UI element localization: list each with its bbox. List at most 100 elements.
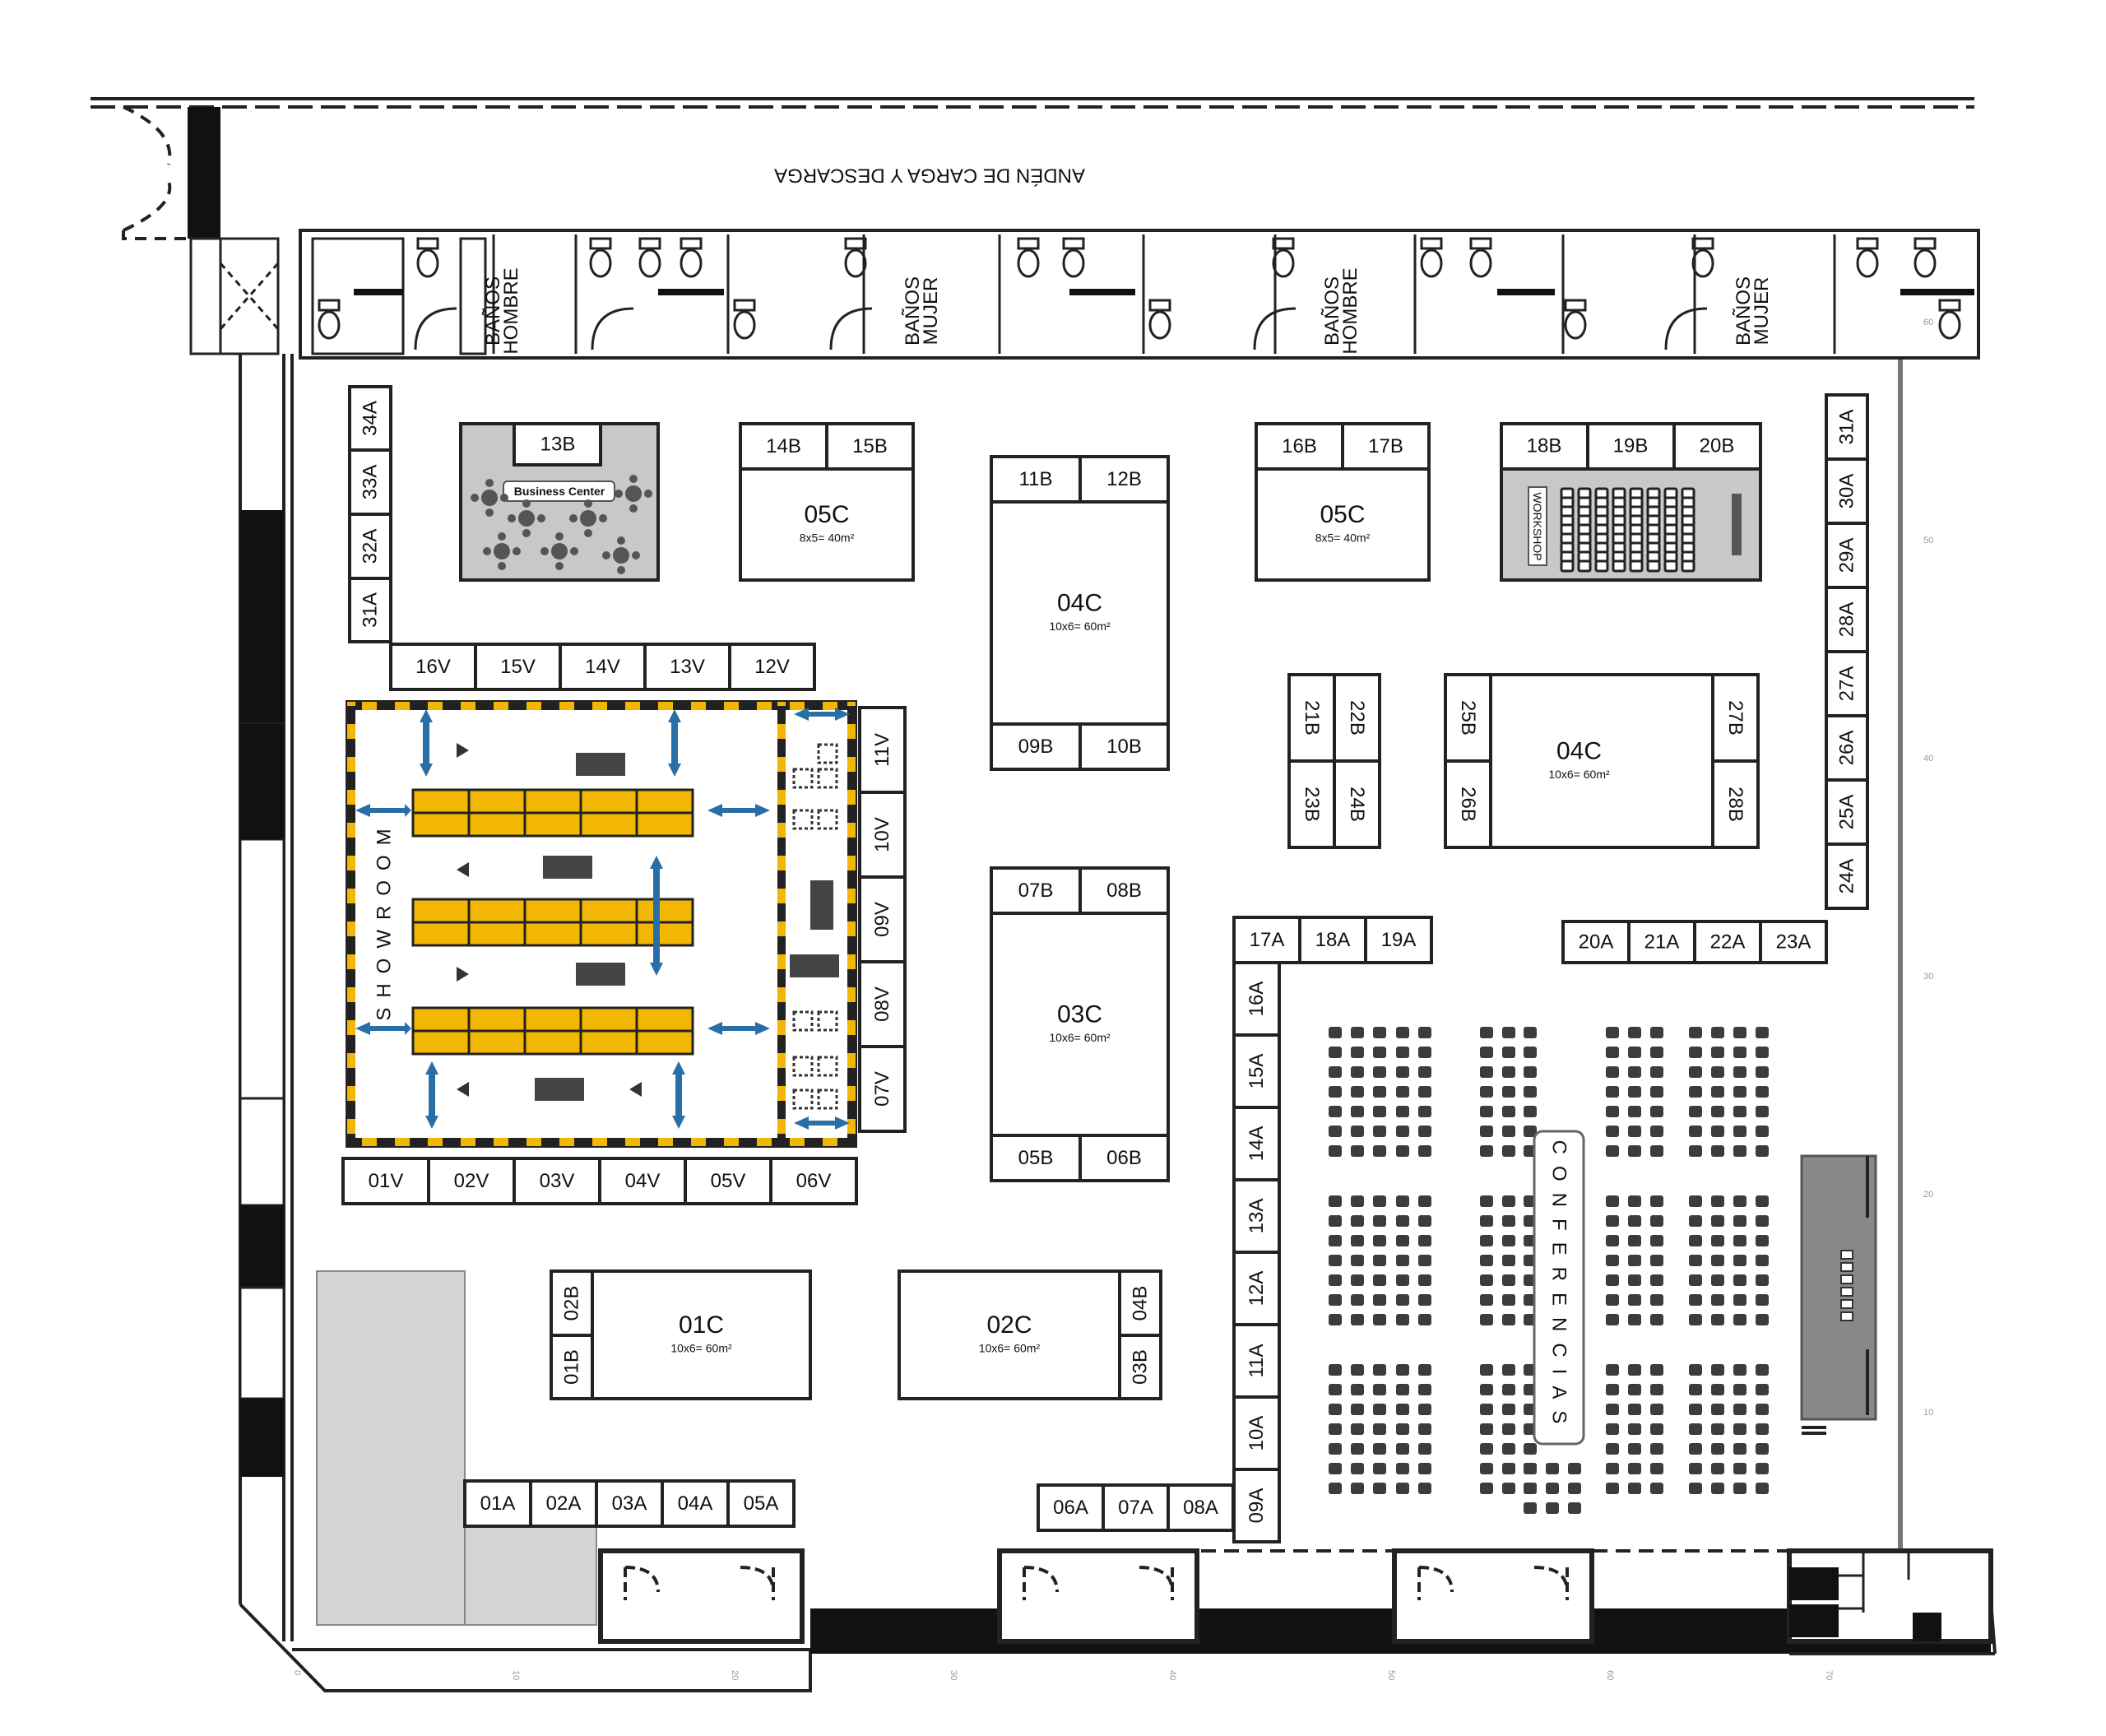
booth-booths_v-1[interactable]: 15V (474, 643, 562, 691)
rack-cell (411, 788, 471, 815)
conference-seat (1351, 1483, 1364, 1494)
conference-seat (1418, 1443, 1431, 1455)
booth-booths_a-2[interactable]: 32A (348, 513, 392, 580)
booth-booths_b-22[interactable]: 27B (1711, 673, 1760, 763)
booth-booths_v-3[interactable]: 13V (643, 643, 731, 691)
booth-booths_v-14[interactable]: 05V (684, 1157, 772, 1205)
booth-booths_b-3[interactable]: 11B (990, 455, 1082, 504)
booth-booths_b-5[interactable]: 16B (1255, 422, 1344, 471)
booth-booths_a-11[interactable]: 24A (1825, 842, 1869, 910)
booth-booths_a-30[interactable]: 04A (661, 1479, 730, 1528)
booth-booths_a-26[interactable]: 09A (1232, 1468, 1281, 1543)
booth-booths_b-6[interactable]: 17B (1341, 422, 1431, 471)
booth-booths_b-23[interactable]: 28B (1711, 759, 1760, 849)
booth-booths_b-16[interactable]: 21B (1287, 673, 1336, 763)
booth-booths_a-6[interactable]: 29A (1825, 522, 1869, 589)
booth-booths_b-18[interactable]: 23B (1287, 759, 1336, 849)
booth-booths_a-0[interactable]: 34A (348, 385, 392, 452)
booth-booths_a-25[interactable]: 10A (1232, 1395, 1281, 1471)
conference-seat (1689, 1106, 1702, 1117)
booth-booths_b-27[interactable]: 03B (1118, 1334, 1162, 1400)
booth-booths_a-27[interactable]: 01A (463, 1479, 532, 1528)
conference-seat (1351, 1384, 1364, 1395)
booth-booths_a-21[interactable]: 14A (1232, 1106, 1281, 1181)
booth-18B: 18B (1527, 435, 1562, 457)
booth-booths_a-29[interactable]: 03A (595, 1479, 664, 1528)
booth-booths_b-13[interactable]: 08B (1079, 866, 1170, 915)
booth-booths_b-21[interactable]: 26B (1444, 759, 1492, 849)
booth-booths_v-6[interactable]: 10V (858, 791, 907, 879)
booth-booths_a-13[interactable]: 21A (1627, 920, 1696, 964)
booth-booths_b-12[interactable]: 07B (990, 866, 1082, 915)
booth-booths_a-12[interactable]: 20A (1561, 920, 1631, 964)
booth-booths_a-9[interactable]: 26A (1825, 714, 1869, 782)
conference-seat (1756, 1483, 1769, 1494)
booth-booths_v-10[interactable]: 01V (341, 1157, 430, 1205)
booth-booths_a-20[interactable]: 15A (1232, 1033, 1281, 1109)
booth-booths_v-13[interactable]: 04V (598, 1157, 687, 1205)
booth-booths_a-22[interactable]: 13A (1232, 1178, 1281, 1254)
booth-booths_b-15[interactable]: 06B (1079, 1134, 1170, 1182)
booth-booths_a-33[interactable]: 07A (1102, 1483, 1170, 1532)
booth-booths_b-25[interactable]: 01B (550, 1334, 594, 1400)
booth-label: 13A (1246, 1199, 1268, 1234)
booth-booths_b-11[interactable]: 10B (1079, 722, 1170, 771)
pallet (817, 1010, 838, 1032)
booth-booths_a-1[interactable]: 33A (348, 448, 392, 516)
booth-booths_b-17[interactable]: 22B (1333, 673, 1381, 763)
booth-booths_v-8[interactable]: 08V (858, 960, 907, 1048)
booth-booths_v-15[interactable]: 06V (769, 1157, 858, 1205)
booth-booths_v-12[interactable]: 03V (513, 1157, 601, 1205)
conference-seat (1329, 1294, 1342, 1306)
booth-booths_a-24[interactable]: 11A (1232, 1323, 1281, 1399)
booth-booths_b-26[interactable]: 04B (1118, 1270, 1162, 1337)
booth-booths_b-2[interactable]: 15B (825, 422, 915, 471)
booth-booths_v-5[interactable]: 11V (858, 706, 907, 794)
booth-booths_b-1[interactable]: 14B (739, 422, 828, 471)
booth-booths_a-7[interactable]: 28A (1825, 586, 1869, 653)
booth-booths_a-34[interactable]: 08A (1167, 1483, 1235, 1532)
booth-booths_a-5[interactable]: 30A (1825, 457, 1869, 525)
booth-booths_a-16[interactable]: 17A (1232, 916, 1301, 964)
booth-booths_v-7[interactable]: 09V (858, 875, 907, 963)
booth-booths_a-4[interactable]: 31A (1825, 393, 1869, 461)
conference-seat (1502, 1404, 1515, 1415)
booth-booths_a-8[interactable]: 27A (1825, 650, 1869, 717)
booth-booths_b-24[interactable]: 02B (550, 1270, 594, 1337)
conference-area[interactable]: CONFERENCIAS (1329, 1027, 1877, 1514)
booth-booths_b-19[interactable]: 24B (1333, 759, 1381, 849)
booth-booths_v-4[interactable]: 12V (728, 643, 816, 691)
booth-booths_a-32[interactable]: 06A (1037, 1483, 1105, 1532)
booth-booths_a-15[interactable]: 23A (1759, 920, 1828, 964)
booth-booths_a-31[interactable]: 05A (726, 1479, 796, 1528)
booth-booths_a-14[interactable]: 22A (1693, 920, 1762, 964)
booth-booths_v-2[interactable]: 14V (559, 643, 647, 691)
booth-booths_a-19[interactable]: 16A (1232, 961, 1281, 1037)
booth-booths_a-10[interactable]: 25A (1825, 778, 1869, 846)
booth-label: 13V (670, 656, 705, 678)
conference-seat (1502, 1086, 1515, 1098)
booth-booths_v-9[interactable]: 07V (858, 1045, 907, 1133)
conference-seat (1373, 1274, 1386, 1286)
workshop-area[interactable]: 18B 19B 20B WORKSHOP (1500, 422, 1762, 582)
booth-booths_b-10[interactable]: 09B (990, 722, 1082, 771)
booth-booths_b-14[interactable]: 05B (990, 1134, 1082, 1182)
booth-booths_v-11[interactable]: 02V (427, 1157, 516, 1205)
booth-booths_a-17[interactable]: 18A (1298, 916, 1367, 964)
business-center[interactable]: 13B Business Center (459, 422, 660, 582)
booth-booths_a-28[interactable]: 02A (529, 1479, 598, 1528)
showroom-area[interactable]: SHOWROOM (346, 700, 857, 1148)
booth-booths_b-20[interactable]: 25B (1444, 673, 1492, 763)
booth-booths_v-0[interactable]: 16V (389, 643, 477, 691)
booth-booths_a-23[interactable]: 12A (1232, 1251, 1281, 1326)
booth-booths_b-4[interactable]: 12B (1079, 455, 1170, 504)
conference-seat (1650, 1066, 1663, 1078)
booth-booths_a-18[interactable]: 19A (1364, 916, 1433, 964)
booth-booths_a-3[interactable]: 31A (348, 577, 392, 643)
